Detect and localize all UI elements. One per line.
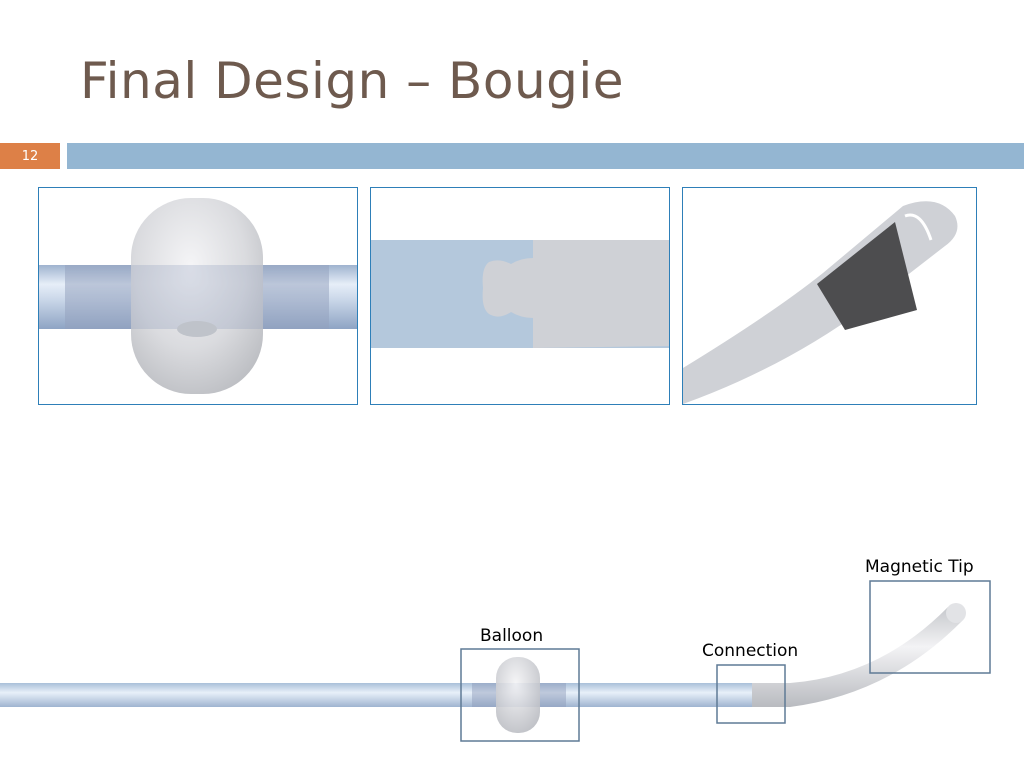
magnetic-tip-callout-box [869,580,991,674]
magnetic-tip-label: Magnetic Tip [865,557,974,577]
magnetic-tip-detail-panel [682,187,977,405]
slide-title: Final Design – Bougie [80,52,625,110]
bougie-shaft [0,683,752,707]
connection-detail-illustration [371,240,669,348]
header-accent-bar [67,143,1024,169]
slide-number: 12 [21,148,39,164]
connection-label: Connection [702,641,799,661]
balloon-callout-box [460,648,580,742]
bougie-tip [752,607,962,707]
connection-callout-box [716,664,786,724]
balloon-detail-illustration [39,198,357,394]
balloon-shape [496,657,540,733]
slide-number-badge: 12 [0,143,60,169]
balloon-label: Balloon [480,626,544,646]
connection-detail-panel [370,187,670,405]
magnetic-tip-detail-illustration [683,201,958,404]
balloon-detail-panel [38,187,358,405]
